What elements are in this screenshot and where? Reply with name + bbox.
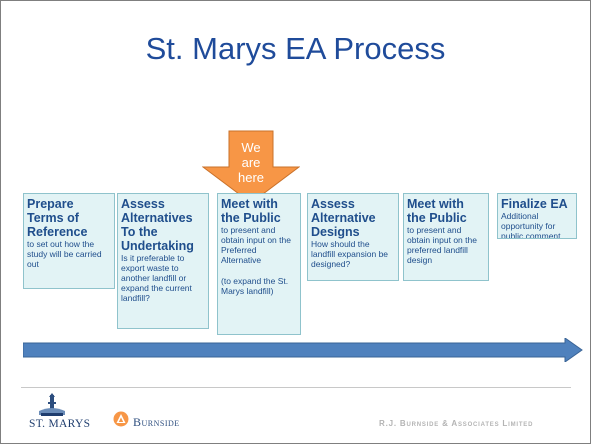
timeline-arrow <box>23 338 583 362</box>
step-assess-alternative-designs: Assess Alternative Designs How should th… <box>307 193 399 281</box>
callout-line-3: here <box>237 170 265 185</box>
footer-divider <box>21 387 571 388</box>
step-description: to set out how the study will be carried… <box>27 239 102 269</box>
step-title: Finalize EA <box>501 197 568 211</box>
step-assess-alternatives-undertaking: Assess Alternatives To the Undertaking I… <box>117 193 209 329</box>
step-description: to present and obtain input on the Prefe… <box>221 225 291 265</box>
step-description: How should the landfill expansion be des… <box>311 239 389 269</box>
st-marys-logo-text: ST. MARYS <box>29 418 91 430</box>
burnside-logo-icon <box>113 411 129 427</box>
step-title: Meet with the Public <box>407 197 467 225</box>
callout-line-1: We <box>241 140 261 155</box>
step-finalize-ea: Finalize EA Additional opportunity for p… <box>497 193 577 239</box>
step-note: (to expand the St. Marys landfill) <box>221 276 289 296</box>
step-title: Meet with the Public <box>221 197 281 225</box>
step-description: Is it preferable to export waste to anot… <box>121 253 192 303</box>
step-description: Additional opportunity for public commen… <box>501 211 563 239</box>
callout-line-2: are <box>241 155 261 170</box>
company-name: R.J. Burnside & Associates Limited <box>379 419 534 428</box>
burnside-logo-text: Burnside <box>133 415 180 429</box>
step-title: Assess Alternatives To the Undertaking <box>121 197 194 253</box>
we-are-here-callout: We are here <box>202 130 300 204</box>
step-prepare-terms: Prepare Terms of Reference to set out ho… <box>23 193 115 289</box>
down-arrow-icon <box>202 130 300 204</box>
step-meet-public-1: Meet with the Public to present and obta… <box>217 193 301 335</box>
step-title: Assess Alternative Designs <box>311 197 376 239</box>
step-title: Prepare Terms of Reference <box>27 197 88 239</box>
step-meet-public-2: Meet with the Public to present and obta… <box>403 193 489 281</box>
slide-title: St. Marys EA Process <box>145 31 446 66</box>
st-marys-logo-icon <box>39 393 65 416</box>
step-description: to present and obtain input on the prefe… <box>407 225 477 265</box>
